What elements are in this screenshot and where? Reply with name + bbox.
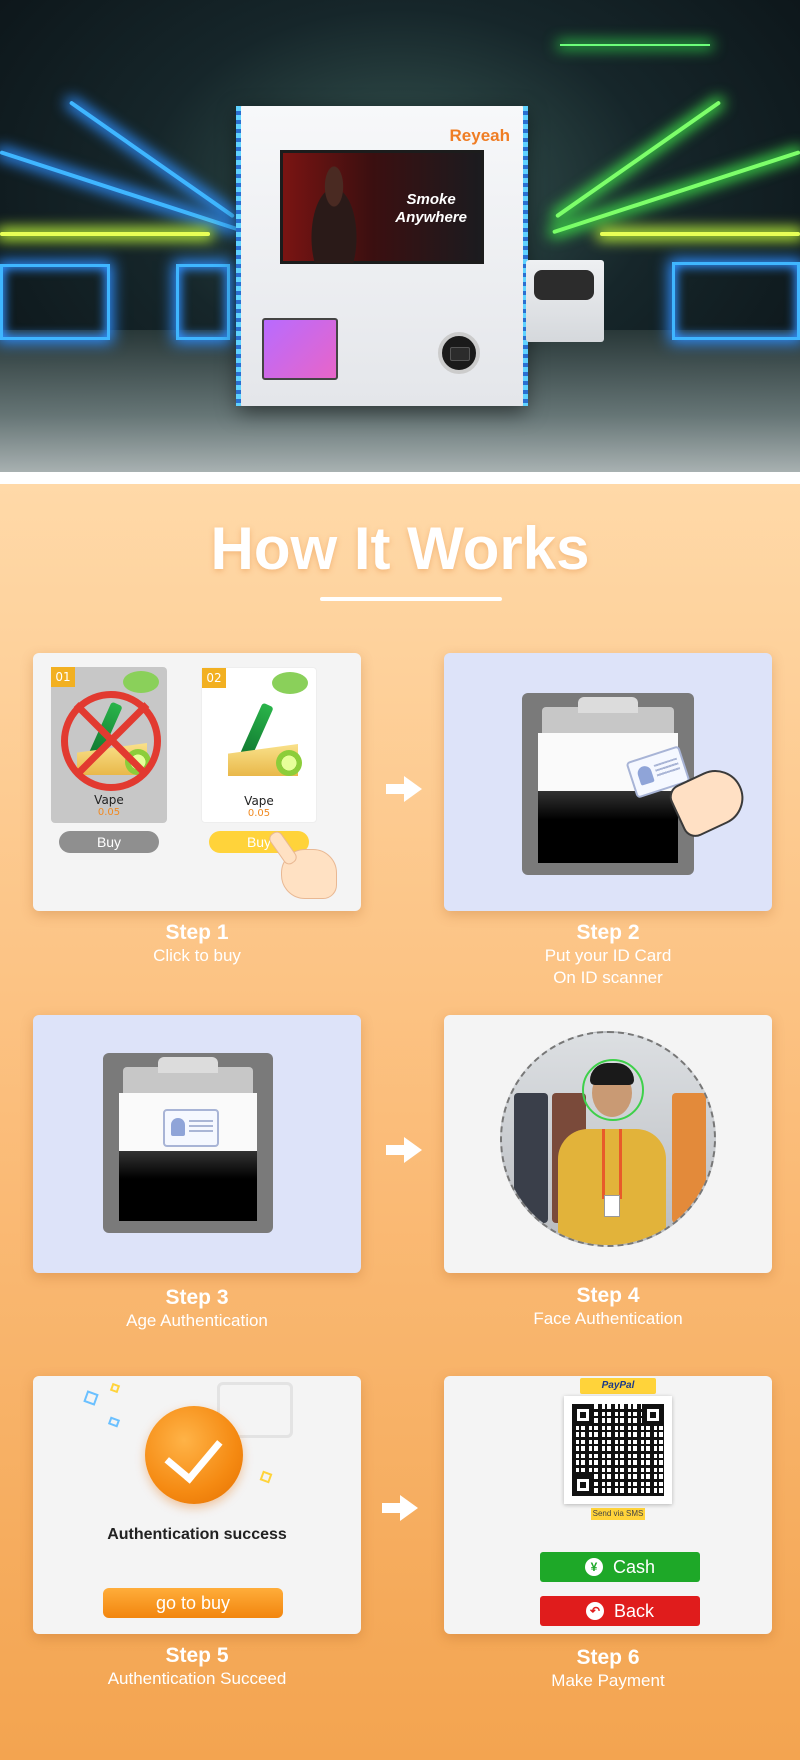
product-price: 0.05	[97, 807, 121, 818]
machine-screen: Smoke Anywhere	[280, 150, 484, 264]
vending-machine: Reyeah Smoke Anywhere	[236, 106, 528, 406]
product-number: 01	[51, 667, 75, 687]
scanner-tab	[158, 1057, 218, 1073]
lanyard	[602, 1129, 622, 1199]
qr-finder	[642, 1404, 664, 1426]
step-description: On ID scanner	[553, 968, 663, 987]
kiosk-bg	[672, 1093, 706, 1223]
product-number: 02	[202, 668, 226, 688]
back-button[interactable]: ↶ Back	[540, 1596, 700, 1626]
id-card-icon	[163, 1109, 219, 1147]
cross-icon	[61, 691, 161, 791]
product-name: Vape	[94, 793, 124, 807]
step-3-card	[33, 1015, 361, 1273]
step-2-caption: Step 2 Put your ID Card On ID scanner	[444, 921, 772, 989]
face-detection-frame	[582, 1059, 644, 1121]
fingerprint-scanner-icon	[438, 332, 480, 374]
sparkle-icon	[259, 1470, 273, 1484]
person-body	[558, 1129, 666, 1245]
product-card: 01 Vape 0.05	[51, 667, 167, 823]
step-5-card: Authentication success go to buy	[33, 1376, 361, 1634]
hero-banner: Reyeah Smoke Anywhere	[0, 0, 800, 472]
step-title: Step 2	[576, 921, 640, 944]
slogan-line: Smoke	[406, 191, 456, 208]
arrow-right-icon	[386, 776, 422, 802]
sparkle-icon	[109, 1382, 121, 1394]
qr-code[interactable]	[564, 1396, 672, 1504]
pickup-door	[262, 318, 338, 380]
sparkle-icon	[107, 1416, 121, 1428]
product-price: 0.05	[247, 808, 271, 819]
cash-label: Cash	[612, 1556, 656, 1577]
arrow-right-icon	[382, 1495, 418, 1521]
step-4-card	[444, 1015, 772, 1273]
auth-status: Authentication success	[107, 1526, 287, 1543]
step-2-card	[444, 653, 772, 911]
neon-light	[600, 232, 800, 236]
neon-frame	[672, 262, 800, 340]
id-scanner-unit	[526, 260, 604, 342]
slogan-line: Anywhere	[395, 209, 467, 226]
face-scan-photo	[500, 1031, 716, 1247]
neon-frame	[0, 264, 110, 340]
neon-light	[555, 100, 722, 219]
qr-finder	[572, 1474, 594, 1496]
qr-pattern	[572, 1404, 664, 1496]
step-title: Step 1	[165, 921, 229, 944]
step-title: Step 4	[576, 1284, 640, 1307]
scanner-slot	[538, 791, 678, 863]
flavor-logo-icon	[123, 671, 159, 693]
screen-slogan: Smoke Anywhere	[395, 191, 467, 227]
step-6-card: PayPal Send via SMS ¥ Cash ↶ Back	[444, 1376, 772, 1634]
badge-icon	[604, 1195, 620, 1217]
cash-button[interactable]: ¥ Cash	[540, 1552, 700, 1582]
back-label: Back	[613, 1600, 655, 1621]
step-title: Step 5	[165, 1644, 229, 1667]
neon-light	[0, 150, 239, 232]
step-6-caption: Step 6 Make Payment	[444, 1646, 772, 1692]
step-description: Click to buy	[153, 946, 241, 965]
brand-logo: Reyeah	[449, 126, 510, 145]
step-title: Step 3	[165, 1286, 229, 1309]
pointing-hand-icon	[281, 849, 337, 899]
send-sms-button[interactable]: Send via SMS	[591, 1508, 645, 1520]
scanner-tab	[578, 697, 638, 713]
id-scanner-icon	[522, 693, 694, 875]
kiosk-bg	[514, 1093, 548, 1223]
money-bag-icon: ¥	[584, 1558, 603, 1576]
step-title: Step 6	[576, 1646, 640, 1669]
step-description: Face Authentication	[533, 1309, 683, 1328]
flavor-logo-icon	[272, 672, 308, 694]
qr-finder	[572, 1404, 594, 1426]
sparkle-icon	[83, 1390, 99, 1406]
step-1-card: 01 Vape 0.05 Buy 02 Vape 0.05 Buy	[33, 653, 361, 911]
product-card: 02 Vape 0.05	[201, 667, 317, 823]
scanner-slot	[119, 1151, 257, 1221]
model-figure	[299, 161, 369, 263]
lime-icon	[276, 750, 302, 776]
back-arrow-icon: ↶	[585, 1602, 604, 1620]
step-description: Authentication Succeed	[107, 1669, 287, 1688]
product-name: Vape	[244, 794, 274, 808]
how-it-works-section: How It Works 01 Vape 0.05 Buy 02 Vape 0.…	[0, 484, 800, 1760]
buy-button[interactable]: Buy	[209, 831, 309, 853]
step-1-caption: Step 1 Click to buy	[33, 921, 361, 967]
step-description: Put your ID Card	[544, 946, 672, 965]
buy-button-disabled[interactable]: Buy	[59, 831, 159, 853]
step-description: Age Authentication	[126, 1311, 268, 1330]
step-5-caption: Step 5 Authentication Succeed	[33, 1644, 361, 1690]
neon-frame	[176, 264, 230, 340]
check-icon	[145, 1406, 243, 1504]
step-description: Make Payment	[551, 1671, 665, 1690]
paypal-logo: PayPal	[580, 1378, 656, 1394]
arrow-right-icon	[386, 1137, 422, 1163]
neon-light	[0, 232, 210, 236]
neon-frame	[560, 44, 710, 46]
step-4-caption: Step 4 Face Authentication	[444, 1284, 772, 1330]
step-3-caption: Step 3 Age Authentication	[33, 1286, 361, 1332]
id-card-outline-icon	[217, 1382, 293, 1438]
go-to-buy-button[interactable]: go to buy	[103, 1588, 283, 1618]
title-underline	[320, 597, 502, 601]
section-title: How It Works	[210, 515, 590, 582]
